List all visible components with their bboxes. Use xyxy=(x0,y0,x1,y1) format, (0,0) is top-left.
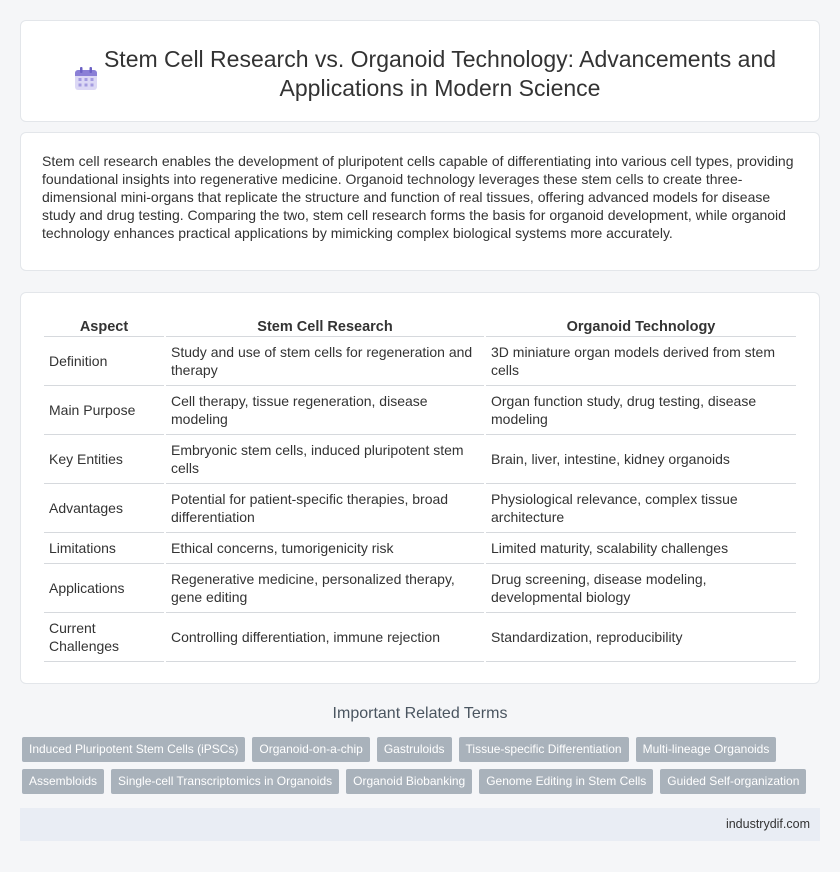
footer-bar: industrydif.com xyxy=(20,808,820,841)
page-title: Stem Cell Research vs. Organoid Technolo… xyxy=(103,46,777,101)
row-stem-cell: Regenerative medicine, personalized ther… xyxy=(166,564,484,613)
row-organoid-cell: Brain, liver, intestine, kidney organoid… xyxy=(486,435,796,484)
related-term-tag[interactable]: Single-cell Transcriptomics in Organoids xyxy=(111,769,340,794)
row-aspect-cell: Limitations xyxy=(44,533,164,564)
row-organoid-cell: Drug screening, disease modeling, develo… xyxy=(486,564,796,613)
intro-card: Stem cell research enables the developme… xyxy=(20,132,820,271)
column-header-stem-cell: Stem Cell Research xyxy=(166,315,484,337)
row-organoid-cell: Physiological relevance, complex tissue … xyxy=(486,484,796,533)
row-stem-cell: Ethical concerns, tumorigenicity risk xyxy=(166,533,484,564)
row-stem-cell: Embryonic stem cells, induced pluripoten… xyxy=(166,435,484,484)
table-row: Current Challenges Controlling different… xyxy=(44,613,796,662)
footer-site-label[interactable]: industrydif.com xyxy=(725,817,810,831)
row-aspect-cell: Applications xyxy=(44,564,164,613)
row-stem-cell: Potential for patient-specific therapies… xyxy=(166,484,484,533)
row-stem-cell: Controlling differentiation, immune reje… xyxy=(166,613,484,662)
column-header-organoid: Organoid Technology xyxy=(486,315,796,337)
row-aspect-cell: Current Challenges xyxy=(44,613,164,662)
related-terms-tags: Induced Pluripotent Stem Cells (iPSCs) O… xyxy=(22,737,822,801)
table-header-row: Aspect Stem Cell Research Organoid Techn… xyxy=(44,315,796,337)
row-aspect-cell: Key Entities xyxy=(44,435,164,484)
table-row: Advantages Potential for patient-specifi… xyxy=(44,484,796,533)
header-card: Stem Cell Research vs. Organoid Technolo… xyxy=(20,20,820,122)
related-terms-title: Important Related Terms xyxy=(332,705,508,722)
row-aspect-cell: Definition xyxy=(44,337,164,386)
tag-row: Assembloids Single-cell Transcriptomics … xyxy=(22,769,822,794)
row-organoid-cell: Limited maturity, scalability challenges xyxy=(486,533,796,564)
row-organoid-cell: Organ function study, drug testing, dise… xyxy=(486,386,796,435)
table-row: Key Entities Embryonic stem cells, induc… xyxy=(44,435,796,484)
comparison-card: Aspect Stem Cell Research Organoid Techn… xyxy=(20,292,820,684)
row-organoid-cell: Standardization, reproducibility xyxy=(486,613,796,662)
table-row: Main Purpose Cell therapy, tissue regene… xyxy=(44,386,796,435)
related-term-tag[interactable]: Induced Pluripotent Stem Cells (iPSCs) xyxy=(22,737,246,762)
row-aspect-cell: Main Purpose xyxy=(44,386,164,435)
table-row: Limitations Ethical concerns, tumorigeni… xyxy=(44,533,796,564)
column-header-aspect: Aspect xyxy=(44,315,164,337)
related-term-tag[interactable]: Organoid-on-a-chip xyxy=(252,737,370,762)
table-row: Definition Study and use of stem cells f… xyxy=(44,337,796,386)
related-term-tag[interactable]: Multi-lineage Organoids xyxy=(635,737,777,762)
row-stem-cell: Study and use of stem cells for regenera… xyxy=(166,337,484,386)
related-term-tag[interactable]: Tissue-specific Differentiation xyxy=(458,737,629,762)
row-organoid-cell: 3D miniature organ models derived from s… xyxy=(486,337,796,386)
intro-paragraph: Stem cell research enables the developme… xyxy=(42,153,794,241)
related-term-tag[interactable]: Organoid Biobanking xyxy=(346,769,473,794)
comparison-table: Aspect Stem Cell Research Organoid Techn… xyxy=(42,315,798,662)
related-term-tag[interactable]: Gastruloids xyxy=(376,737,452,762)
tag-row: Induced Pluripotent Stem Cells (iPSCs) O… xyxy=(22,737,822,762)
row-aspect-cell: Advantages xyxy=(44,484,164,533)
related-term-tag[interactable]: Assembloids xyxy=(22,769,105,794)
calendar-icon xyxy=(75,67,97,90)
table-row: Applications Regenerative medicine, pers… xyxy=(44,564,796,613)
row-stem-cell: Cell therapy, tissue regeneration, disea… xyxy=(166,386,484,435)
related-term-tag[interactable]: Guided Self-organization xyxy=(660,769,807,794)
related-term-tag[interactable]: Genome Editing in Stem Cells xyxy=(479,769,654,794)
